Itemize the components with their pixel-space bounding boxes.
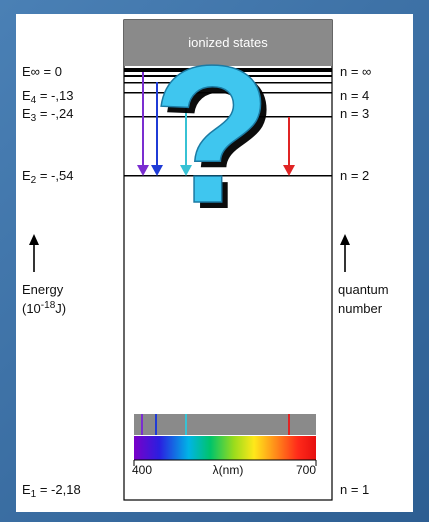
level-line-n2 xyxy=(124,175,332,177)
transition-arrow-violet xyxy=(137,72,149,176)
level-label-left-4: E4 = -,13 xyxy=(22,88,73,106)
question-mark-icon: ? ? xyxy=(151,24,278,250)
level-label-right-infinity: n = ∞ xyxy=(340,64,371,79)
level-line-infinity xyxy=(124,68,332,72)
level-line-n5 xyxy=(124,82,332,84)
quantum-arrow-icon xyxy=(340,234,350,272)
transition-arrow-cyan xyxy=(180,93,192,176)
emission-spectrum-strip xyxy=(134,414,316,435)
transition-arrow-red xyxy=(283,117,295,176)
level-line-n3 xyxy=(124,116,332,118)
spectrum-axis-label: λ(nm) xyxy=(213,463,244,477)
quantum-axis-label-1: quantum xyxy=(338,282,389,297)
transition-arrow-blue xyxy=(151,82,163,176)
level-label-right-3: n = 3 xyxy=(340,106,369,121)
energy-axis-label: Energy xyxy=(22,282,64,297)
ionized-states-band xyxy=(124,20,332,66)
level-line-n4 xyxy=(124,92,332,94)
visible-spectrum-bar xyxy=(134,436,316,460)
svg-text:?: ? xyxy=(152,25,272,244)
level-label-left-1: E1 = -2,18 xyxy=(22,482,81,500)
level-label-right-4: n = 4 xyxy=(340,88,369,103)
level-label-left-2: E2 = -,54 xyxy=(22,168,73,186)
spectrum-max-label: 700 xyxy=(296,463,316,477)
level-label-left-3: E3 = -,24 xyxy=(22,106,73,124)
level-label-left-infinity: E∞ = 0 xyxy=(22,64,62,79)
level-line-n6 xyxy=(124,75,332,77)
svg-text:?: ? xyxy=(158,31,278,250)
spectrum-min-label: 400 xyxy=(132,463,152,477)
quantum-axis-label-2: number xyxy=(338,301,383,316)
energy-axis-unit: (10-18J) xyxy=(22,300,66,316)
ionized-states-label: ionized states xyxy=(188,35,268,50)
energy-arrow-icon xyxy=(29,234,39,272)
level-label-right-2: n = 2 xyxy=(340,168,369,183)
level-label-right-1: n = 1 xyxy=(340,482,369,497)
